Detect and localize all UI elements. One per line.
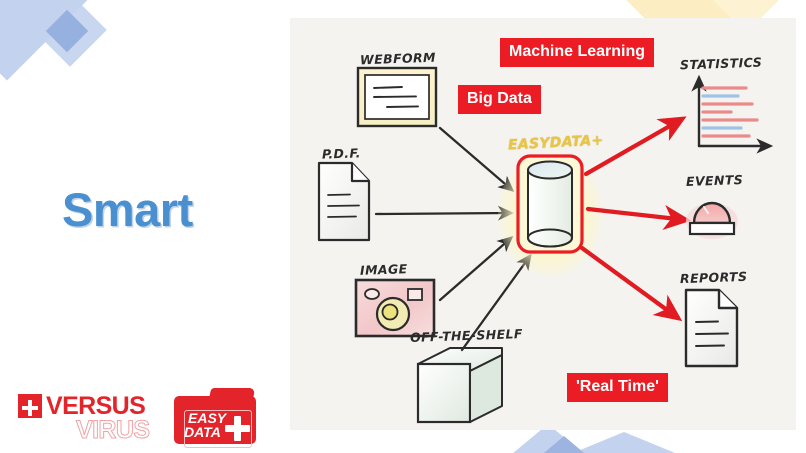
tag-machine-learning: Machine Learning (500, 38, 655, 67)
node-label-events: EVENTS (685, 172, 744, 189)
node-label-image: IMAGE (359, 261, 408, 278)
node-label-webform: WEBFORM (359, 49, 437, 68)
folder-inner-border (184, 410, 252, 448)
node-label-reports: REPORTS (679, 268, 748, 287)
decoration-square-top-left-large (0, 0, 91, 81)
decoration-square-top-left-overlap (45, 9, 89, 53)
folder-body-icon: EASY DATA (174, 396, 256, 448)
node-label-statistics: STATISTICS (679, 54, 763, 73)
diagram-graphics (317, 66, 774, 424)
versus-virus-word-virus: VIRUS (75, 416, 150, 445)
easy-data-word-easy: EASY (188, 410, 227, 426)
versus-virus-logo: VERSUS VIRUS (18, 392, 151, 445)
easy-data-logo: EASY DATA (172, 388, 260, 448)
tag-real-time: 'Real Time' (567, 373, 668, 402)
slide-title: Smart (62, 183, 193, 236)
decoration-triangle-bottom-center (538, 436, 590, 453)
swiss-cross-horizontal (22, 406, 38, 410)
node-label-pdf: P.D.F. (321, 145, 361, 162)
tag-big-data: Big Data (458, 85, 541, 114)
swiss-cross-icon (18, 394, 42, 418)
decoration-triangle-bottom-right (556, 432, 692, 453)
versus-virus-word-versus: VERSUS (46, 392, 146, 420)
plus-icon-horizontal (225, 425, 250, 432)
easy-data-word-data: DATA (184, 424, 221, 440)
decoration-square-top-left-small (33, 0, 107, 67)
diagram-panel: WEBFORM P.D.F. IMAGE OFF-THE-SHELF STATI… (290, 18, 796, 430)
